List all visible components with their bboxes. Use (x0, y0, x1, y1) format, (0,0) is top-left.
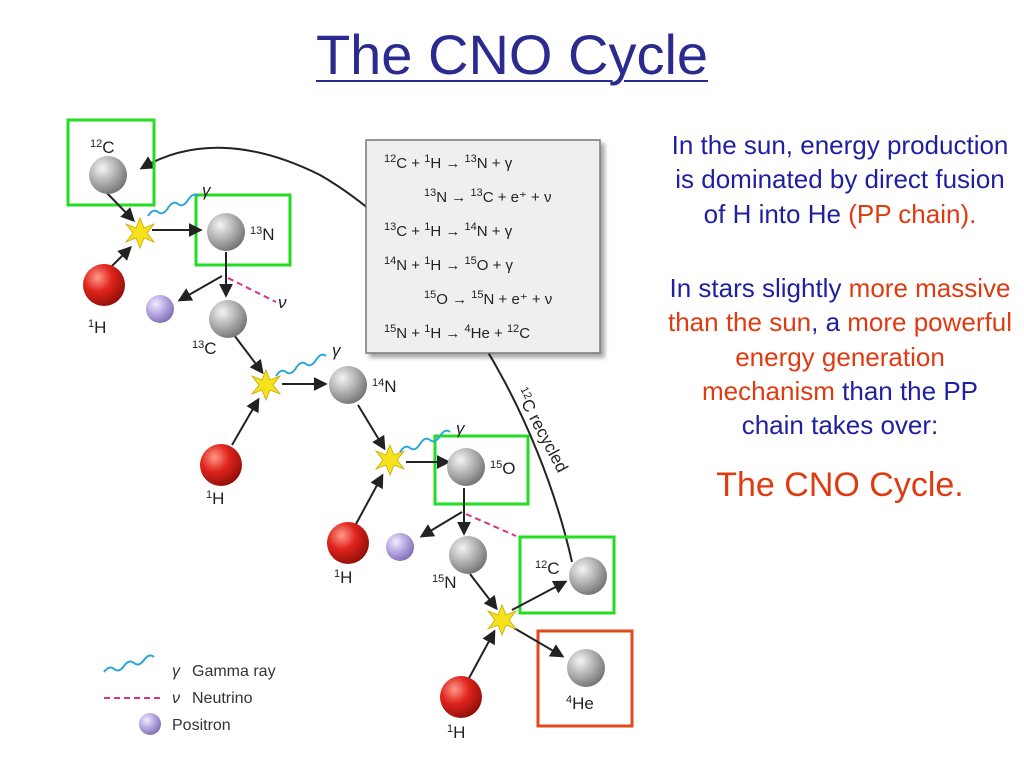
svg-text:13C: 13C (192, 339, 217, 358)
gamma-emissions (147, 193, 451, 453)
legend-gamma-symbol: γ (172, 663, 181, 680)
nuclei (83, 156, 607, 718)
legend: γ Gamma ray ν Neutrino Positron (103, 654, 276, 735)
paragraph-sun-text: In the sun, energy production is dominat… (671, 130, 1009, 229)
neutrino-emissions (227, 277, 517, 537)
svg-text:1H: 1H (206, 489, 224, 508)
nitrogen-13-nucleus (207, 213, 245, 251)
hydrogen-nucleus (200, 444, 242, 486)
para2-d: more powerful energy generation mechanis… (701, 307, 1012, 406)
highlight-box-he4 (536, 629, 634, 728)
legend-positron-dot (139, 713, 161, 735)
fusion-sparks (124, 216, 518, 637)
hydrogen-nucleus (327, 522, 369, 564)
positron (146, 295, 174, 323)
highlight-box-c12-bottom (518, 535, 616, 615)
neutrino-label-1: ν (278, 293, 287, 312)
reaction-equation: 14N + 1H → 15O + γ (384, 255, 514, 274)
carbon-12-nucleus (569, 557, 607, 595)
svg-text:1H: 1H (447, 723, 465, 742)
para2-e: than the PP chain takes over: (741, 375, 979, 441)
gamma-label-3: γ (456, 419, 466, 438)
hydrogen-nucleus (440, 676, 482, 718)
helium-4-nucleus (567, 649, 605, 687)
carbon-12-nucleus (89, 156, 127, 194)
reaction-box (365, 139, 601, 354)
svg-text:13N: 13N (250, 225, 275, 244)
explanation-text: In the sun, energy production is dominat… (668, 128, 1012, 507)
highlight-box-c12-top (66, 118, 156, 207)
reaction-arrows (105, 191, 568, 681)
svg-text:4He: 4He (566, 694, 594, 713)
pp-chain-highlight: (PP chain). (848, 198, 977, 229)
legend-gamma-wave (103, 654, 155, 673)
para2-a: In stars slightly (669, 272, 849, 303)
svg-text:14N: 14N (372, 377, 397, 396)
svg-text:15O: 15O (490, 459, 515, 478)
svg-text:12C: 12C (535, 559, 560, 578)
highlight-box-o15 (433, 434, 530, 506)
reaction-equation: 12C + 1H → 13N + γ (384, 153, 513, 172)
nitrogen-15-nucleus (449, 536, 487, 574)
svg-text:1H: 1H (334, 568, 352, 587)
paragraph-sun: In the sun, energy production is dominat… (668, 128, 1012, 231)
paragraph-massive-stars: In stars slightly more massive than the … (668, 271, 1012, 443)
reaction-equation: 13N → 13C + e⁺ + ν (424, 187, 551, 206)
para2-c: , a (811, 307, 848, 338)
legend-gamma-label: Gamma ray (192, 663, 276, 680)
slide-title: The CNO Cycle (315, 23, 709, 86)
oxygen-15-nucleus (447, 448, 485, 486)
gamma-label-1: γ (202, 181, 212, 200)
hydrogen-nucleus (83, 264, 125, 306)
gamma-label-2: γ (332, 341, 342, 360)
carbon-13-nucleus (209, 300, 247, 338)
nucleus-labels: 12C 13N 1H 13C 14N 1H 15O 1H 15N 12C 4He… (88, 138, 594, 742)
svg-text:15N: 15N (432, 573, 457, 592)
nitrogen-14-nucleus (329, 366, 367, 404)
svg-text:1H: 1H (88, 318, 106, 337)
positron (386, 533, 414, 561)
legend-neutrino-symbol: ν (172, 690, 180, 707)
reaction-equation: 13C + 1H → 14N + γ (384, 221, 513, 240)
cno-cycle-conclusion: The CNO Cycle. (716, 465, 964, 504)
svg-text:12C: 12C (90, 138, 115, 157)
legend-positron-label: Positron (172, 717, 231, 734)
reaction-equation: 15O → 15N + e⁺ + ν (424, 289, 552, 308)
reaction-equation: 15N + 1H → 4He + 12C (384, 323, 530, 342)
reaction-list: 12C + 1H → 13N + γ 13N → 13C + e⁺ + ν 13C … (384, 153, 552, 342)
para2-b: more massive than the sun (668, 272, 1011, 338)
legend-neutrino-label: Neutrino (192, 690, 253, 707)
